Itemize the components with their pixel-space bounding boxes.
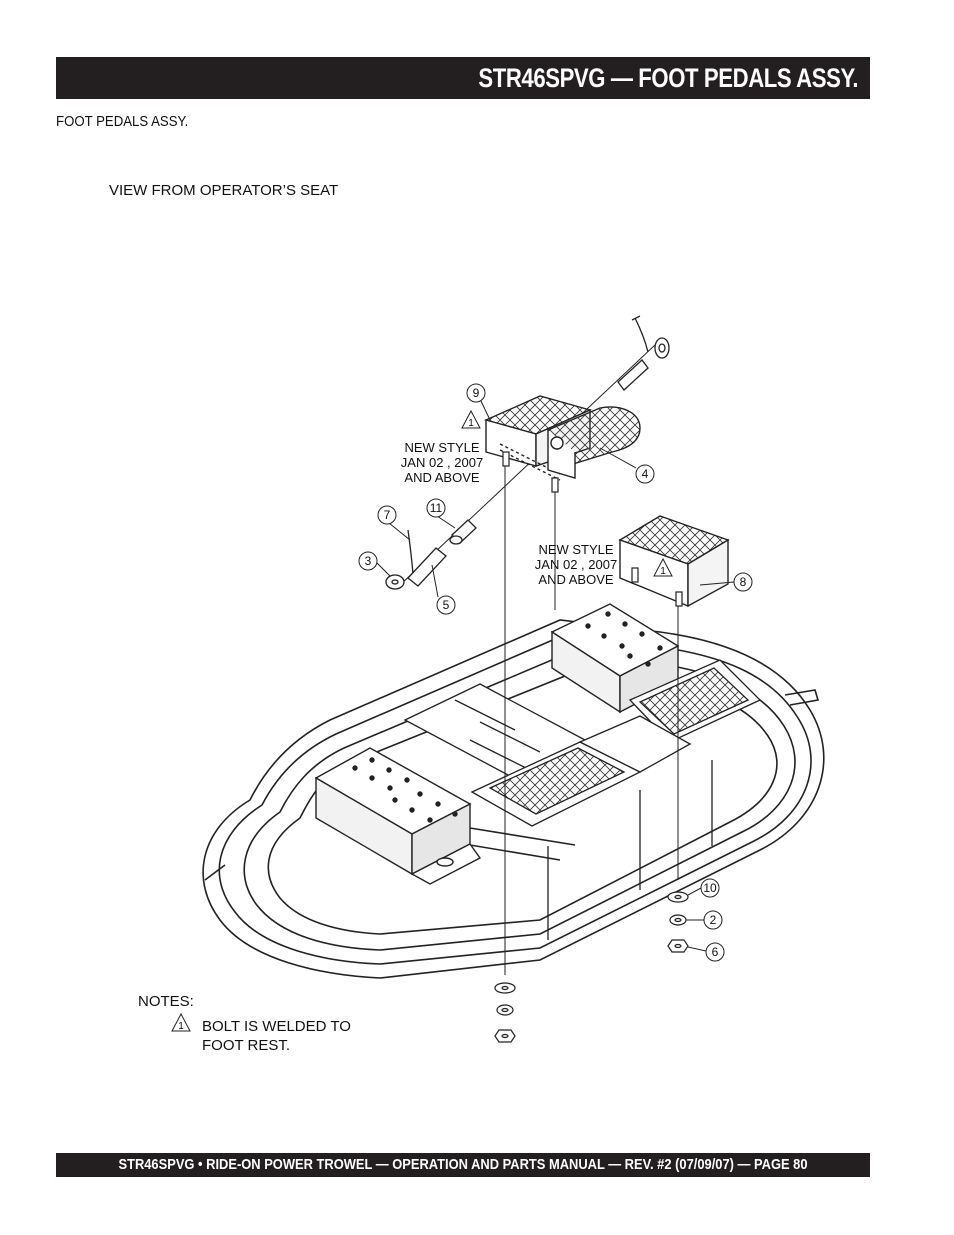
new-style-lower-line1: NEW STYLE bbox=[538, 542, 613, 557]
warning-mark-upper: 1 bbox=[468, 418, 474, 429]
footer-text: STR46SPVG • RIDE-ON POWER TROWEL — OPERA… bbox=[118, 1156, 808, 1173]
callout-2: 2 bbox=[710, 913, 717, 927]
warning-triangle-upper: 1 bbox=[461, 409, 481, 429]
new-style-upper-line1: NEW STYLE bbox=[404, 440, 479, 455]
callout-numbers: 9 4 11 7 3 5 8 10 2 6 bbox=[365, 386, 747, 959]
warning-triangle-lower: 1 bbox=[653, 557, 673, 577]
new-style-note-lower: NEW STYLE JAN 02 , 2007 AND ABOVE bbox=[535, 542, 617, 587]
right-mount-block bbox=[550, 603, 680, 714]
hardware-stack-right bbox=[667, 891, 689, 953]
callout-4: 4 bbox=[642, 467, 649, 481]
notes-line1: BOLT IS WELDED TO bbox=[202, 1018, 351, 1035]
notes-block: NOTES: 1 BOLT IS WELDED TO FOOT REST. bbox=[138, 993, 351, 1054]
callout-bubbles bbox=[358, 383, 753, 962]
callout-7: 7 bbox=[384, 508, 391, 522]
callout-3: 3 bbox=[365, 554, 372, 568]
bolts bbox=[502, 451, 683, 607]
warning-mark-lower: 1 bbox=[660, 566, 666, 577]
view-label: VIEW FROM OPERATOR’S SEAT bbox=[109, 182, 339, 199]
new-style-upper-line3: AND ABOVE bbox=[404, 470, 479, 485]
new-style-lower-line2: JAN 02 , 2007 bbox=[535, 557, 617, 572]
header-bar: STR46SPVG — FOOT PEDALS ASSY. bbox=[56, 57, 870, 99]
callout-9: 9 bbox=[473, 386, 480, 400]
leader-lines bbox=[376, 400, 735, 952]
new-style-upper-line2: JAN 02 , 2007 bbox=[401, 455, 483, 470]
callout-6: 6 bbox=[712, 945, 719, 959]
notes-heading: NOTES: bbox=[138, 993, 194, 1010]
left-pin-assembly bbox=[385, 519, 477, 590]
notes-warning-icon bbox=[171, 1012, 191, 1032]
new-style-note-upper: NEW STYLE JAN 02 , 2007 AND ABOVE bbox=[401, 440, 483, 485]
section-label: FOOT PEDALS ASSY. bbox=[56, 113, 189, 130]
foot-rest-8 bbox=[618, 515, 730, 608]
notes-warning-number: 1 bbox=[178, 1021, 184, 1032]
left-mount-block bbox=[314, 747, 482, 885]
page-title: STR46SPVG — FOOT PEDALS ASSY. bbox=[478, 63, 858, 93]
upper-pin-assembly bbox=[617, 315, 670, 391]
callout-11: 11 bbox=[430, 501, 443, 515]
pedal-arm-4 bbox=[547, 406, 641, 479]
callout-8: 8 bbox=[740, 575, 747, 589]
alignment-lines bbox=[399, 344, 679, 975]
new-style-lower-line3: AND ABOVE bbox=[538, 572, 613, 587]
notes-line2: FOOT REST. bbox=[202, 1037, 290, 1054]
floor-plates bbox=[403, 659, 762, 940]
callout-5: 5 bbox=[443, 598, 450, 612]
footer-bar: STR46SPVG • RIDE-ON POWER TROWEL — OPERA… bbox=[56, 1153, 870, 1177]
hardware-stack-left bbox=[494, 982, 516, 1043]
callout-10: 10 bbox=[703, 881, 717, 895]
